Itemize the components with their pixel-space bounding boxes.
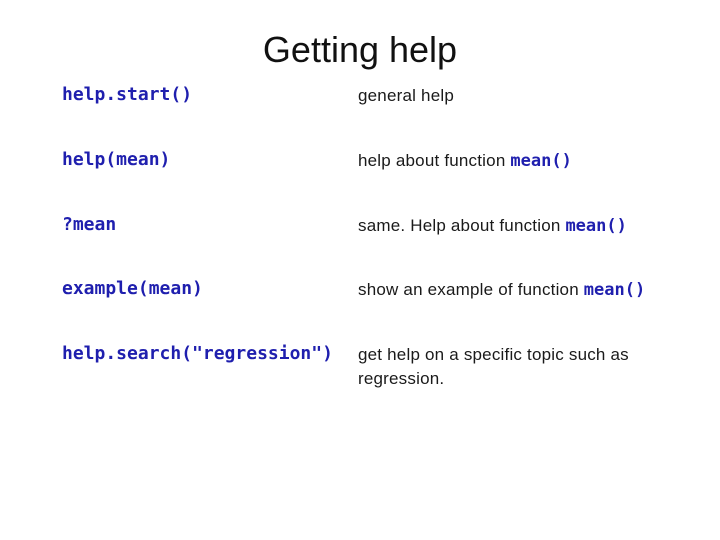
inline-code: mean() [510, 150, 572, 171]
command-description: show an example of function mean() [358, 278, 658, 302]
help-command-row: help.start() general help [62, 84, 672, 149]
description-text: same. Help about function [358, 215, 566, 235]
command-code: help.start() [62, 84, 193, 105]
command-description: same. Help about function mean() [358, 214, 658, 238]
inline-code: mean() [583, 280, 646, 301]
help-command-row: ?mean same. Help about function mean() [62, 214, 672, 279]
help-command-row: help(mean) help about function mean() [62, 149, 672, 214]
slide-title: Getting help [262, 29, 458, 70]
command-code: help.search("regression") [62, 343, 333, 365]
command-code: help(mean) [62, 148, 171, 170]
description-text: general help [358, 86, 454, 105]
help-commands-list: help.start() general help help(mean) help a… [62, 84, 672, 408]
command-description: general help [358, 84, 658, 108]
command-code: ?mean [62, 213, 117, 235]
help-command-row: help.search("regression") get help on a s… [62, 343, 672, 408]
description-text: get help on a specific topic such as reg… [358, 345, 629, 389]
command-description: help about function mean() [358, 149, 658, 173]
description-text: help about function [358, 150, 511, 170]
command-description: get help on a specific topic such as reg… [358, 343, 658, 391]
inline-code: mean() [565, 215, 627, 236]
description-text: show an example of function [358, 280, 584, 300]
help-command-row: example(mean) show an example of function… [62, 278, 672, 343]
command-code: example(mean) [62, 278, 203, 300]
